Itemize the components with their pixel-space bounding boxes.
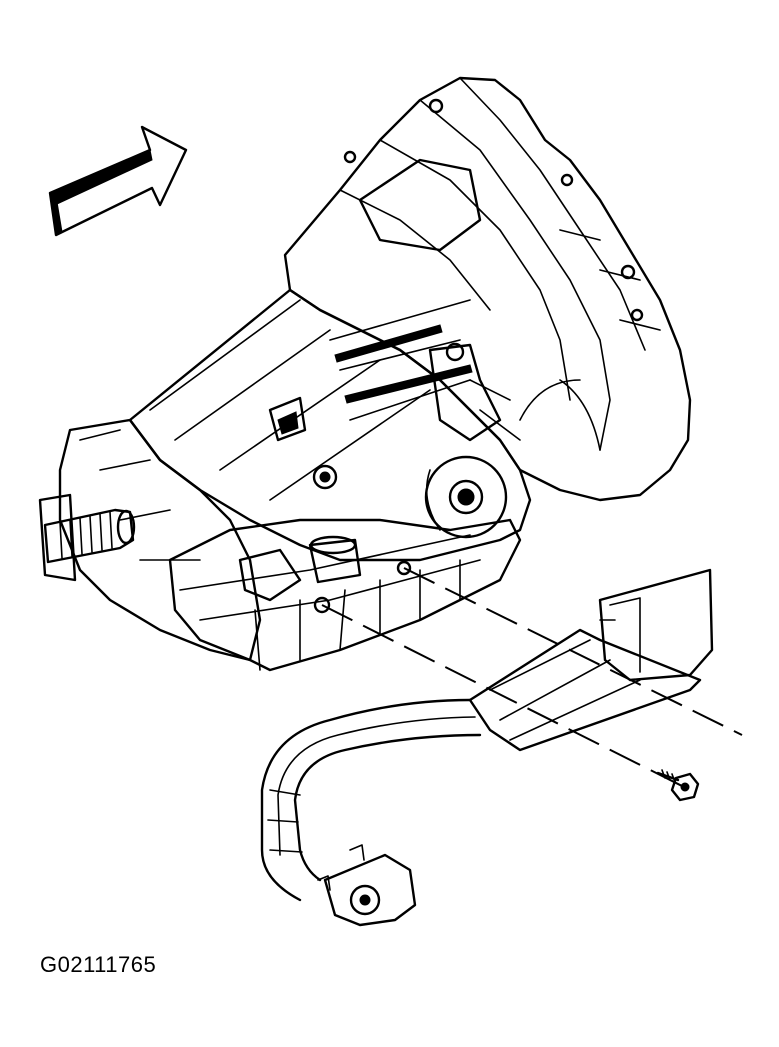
- front-direction-arrow-icon: [48, 125, 188, 237]
- transmission-assembly: [38, 76, 692, 672]
- figure-code-label: G02111765: [40, 952, 157, 977]
- bolt-icon: [656, 769, 700, 802]
- alignment-lines: [321, 567, 743, 791]
- wiring-harness-bracket: [260, 568, 714, 927]
